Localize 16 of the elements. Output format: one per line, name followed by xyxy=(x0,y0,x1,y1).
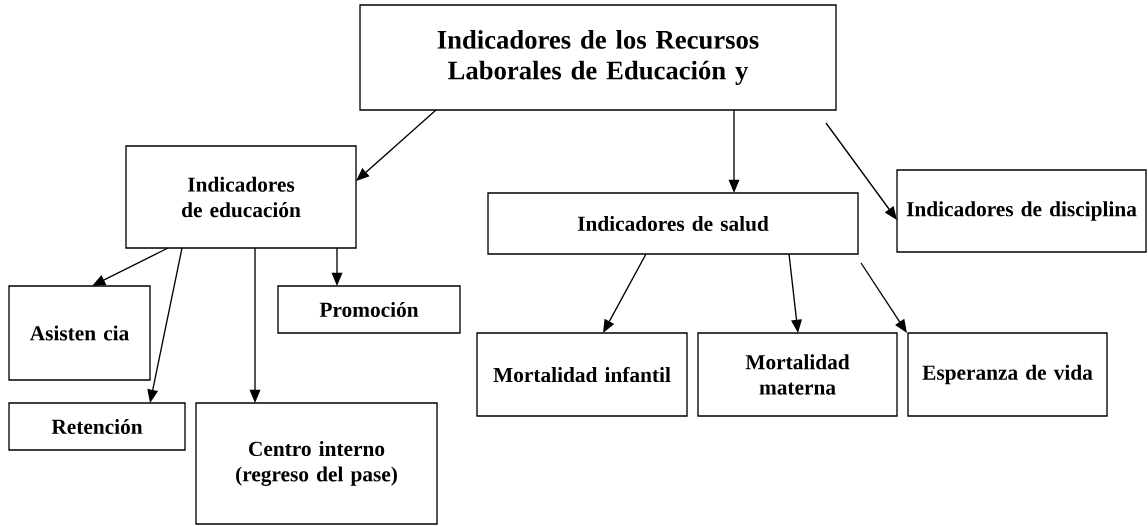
indicator-box: Asisten cia xyxy=(8,285,151,381)
arrow xyxy=(92,247,169,286)
category-box: Indicadores de educación xyxy=(125,145,357,249)
indicator-box: Mortalidad infantil xyxy=(476,332,688,417)
indicator-box: Retención xyxy=(8,402,186,451)
indicator-box: Promoción xyxy=(277,285,461,334)
arrow xyxy=(860,262,907,333)
arrow xyxy=(356,109,437,181)
indicator-box: Esperanza de vida xyxy=(907,332,1108,417)
title-box: Indicadores de los Recursos Laborales de Educación y xyxy=(359,4,837,111)
arrow xyxy=(603,253,647,333)
indicator-box: Centro interno (regreso del pase) xyxy=(195,402,438,525)
category-box: Indicadores de salud xyxy=(487,192,859,255)
category-box: Indicadores de disciplina xyxy=(896,169,1147,253)
arrow xyxy=(825,122,897,220)
indicator-box: Mortalidad materna xyxy=(697,332,898,417)
